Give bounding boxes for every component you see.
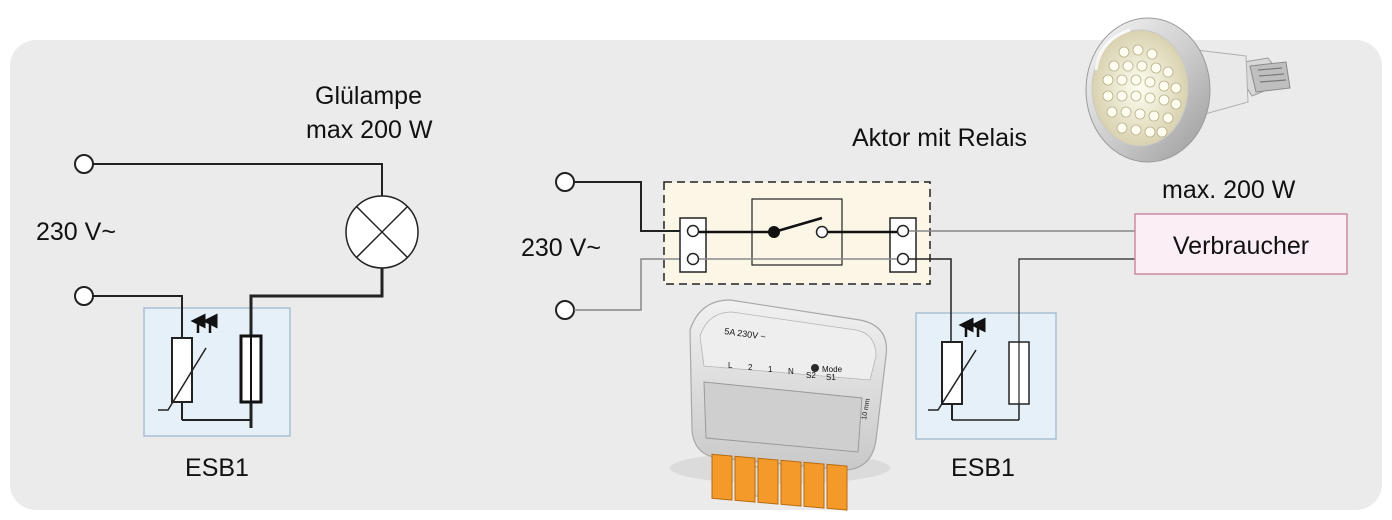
- terminal-block-right: [889, 217, 917, 273]
- supply-voltage-label-left: 230 V~: [36, 218, 116, 246]
- device-terminal-labels: L 2 1 N S2 S1: [728, 361, 836, 382]
- terminal-block-left: [679, 217, 707, 273]
- thermistor-symbol-left: [158, 313, 251, 421]
- orange-terminal-block: [711, 453, 848, 511]
- fuse-symbol-left: [239, 334, 263, 404]
- supply-terminal-top-right: [555, 172, 575, 192]
- supply-terminal-bottom-right: [555, 300, 575, 320]
- lamp-title: Glülampe: [315, 82, 422, 110]
- wire-bottom-left: [93, 295, 183, 338]
- wire-load-return: [1018, 258, 1135, 342]
- lamp-symbol: [345, 195, 419, 269]
- load-rating: max. 200 W: [1162, 176, 1296, 204]
- wire-top-right: [574, 181, 690, 232]
- esb1-label-left: ESB1: [185, 454, 249, 482]
- wire-bottom-right: [574, 258, 690, 311]
- left-circuit: 230 V~ Glülampe max 200 W ESB1: [36, 82, 433, 482]
- led-array: [1102, 44, 1182, 138]
- relay-switch-symbol: [699, 198, 897, 266]
- esb1-label-right: ESB1: [951, 454, 1015, 482]
- load-box: [1134, 213, 1348, 275]
- supply-terminal-bottom-left: [74, 286, 94, 306]
- fuse-symbol-right: [1008, 341, 1030, 420]
- thermistor-symbol-right: [928, 317, 1019, 421]
- esb1-module-right: [915, 312, 1057, 440]
- device-strip-length-text: 10 mm: [861, 398, 872, 420]
- load-label: Verbraucher: [1173, 232, 1309, 260]
- device-terminal-label-l: L: [728, 361, 733, 370]
- device-terminal-label-1: 1: [768, 365, 773, 374]
- right-circuit: Verbraucher 230 V~ Aktor mit Relais max.…: [521, 124, 1348, 482]
- esb1-module-left: [143, 307, 291, 437]
- device-terminal-label-2: 2: [748, 363, 753, 372]
- device-terminal-label-n: N: [788, 367, 794, 376]
- device-terminal-label-s2: S2: [806, 371, 816, 380]
- actor-label: Aktor mit Relais: [852, 124, 1027, 152]
- wire-top-left: [93, 163, 383, 196]
- lamp-rating: max 200 W: [306, 116, 433, 144]
- supply-terminal-top-left: [74, 154, 94, 174]
- device-terminal-label-s1: S1: [826, 373, 836, 382]
- actor-device-photo: 5A 230V ~ Mode 10 mm L 2 1 N S2 S1: [670, 299, 890, 511]
- led-bulb-photo: [1085, 17, 1291, 163]
- supply-voltage-label-right: 230 V~: [521, 234, 601, 262]
- device-mode-text: Mode: [822, 365, 843, 374]
- wire-to-esb1-right: [909, 258, 952, 342]
